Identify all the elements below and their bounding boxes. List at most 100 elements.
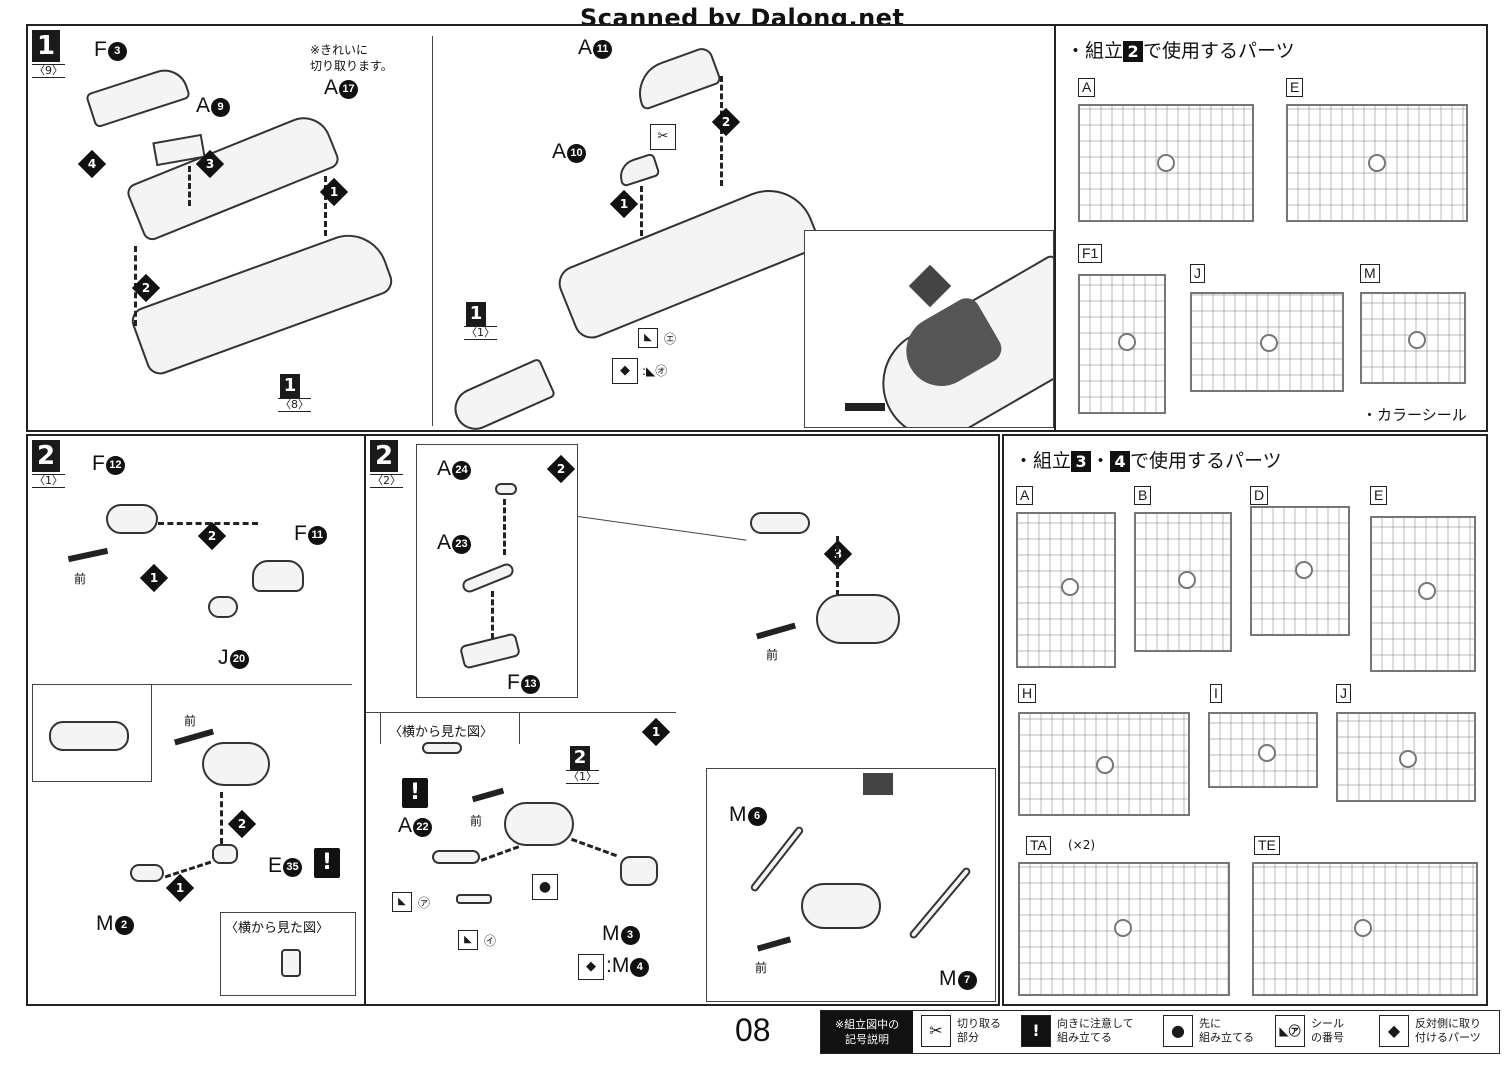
side-view-box-2: 〈横から見た図〉 — [380, 712, 520, 744]
sprue-ta — [1018, 862, 1230, 996]
zoom-inset — [804, 230, 1054, 428]
ref-step-1-1: 1 — [466, 302, 486, 326]
assembled-body-shape-2 — [504, 802, 574, 846]
sprue-tag-e: E — [1286, 78, 1304, 97]
part-f12-shape — [106, 504, 158, 534]
first-icon: ● — [1163, 1015, 1193, 1047]
assembled-body-shape — [816, 594, 900, 644]
legend-item-mirror: ◆ 反対側に取り 付けるパーツ — [1379, 1013, 1499, 1051]
first-icon: ● — [532, 874, 558, 900]
step-mark-4: 4 — [77, 149, 107, 179]
dash-arrow-8 — [164, 860, 212, 879]
sprue-b — [1134, 512, 1232, 652]
step2-2-number: 2 — [370, 440, 398, 472]
front-arrow-icon-3 — [755, 622, 797, 640]
part-m7-shape — [908, 865, 972, 941]
cut-icon: ✂ — [921, 1015, 951, 1047]
mirror-icon: ◆ — [612, 358, 638, 384]
sprue-te — [1252, 862, 1478, 996]
divider-frame-line — [366, 712, 676, 713]
seal-icon-2: ◣ — [392, 892, 412, 912]
front-label-2: 前 — [184, 714, 197, 728]
part-f11-shape — [252, 560, 304, 592]
dash-arrow-11 — [836, 536, 839, 596]
sprue-a-2 — [1016, 512, 1116, 668]
sprue-tag-h: H — [1018, 684, 1037, 703]
sprue-tag-f1: F1 — [1078, 244, 1103, 263]
step-mark-1b: 1 — [609, 189, 639, 219]
fuselage-shape-1 — [127, 223, 397, 379]
part-f13-shape — [458, 632, 522, 670]
exclaim-icon: ! — [314, 848, 340, 878]
legend-text-direction: 向きに注意して 組み立てる — [1057, 1017, 1134, 1044]
step2-2-sub: 〈2〉 — [370, 474, 403, 488]
subassembly-shape — [750, 512, 810, 534]
sprue-h — [1018, 712, 1190, 816]
exclaim-icon-2: ! — [402, 778, 428, 808]
part-m3-shape — [620, 856, 658, 886]
arrow-icon — [845, 403, 885, 411]
ref-step-2-1: 2 — [570, 746, 590, 770]
sprue-tag-b: B — [1134, 486, 1152, 505]
step-mark-2c: 2 — [197, 521, 227, 551]
dash-arrow-13 — [570, 837, 618, 858]
front-label-5: 前 — [755, 961, 768, 975]
sprue-j-2 — [1336, 712, 1476, 802]
legend-item-direction: ! 向きに注意して 組み立てる — [1021, 1013, 1161, 1051]
legend-text-first: 先に 組み立てる — [1199, 1017, 1254, 1044]
fuselage-shape-2 — [553, 176, 823, 344]
sprue-tag-i: I — [1210, 684, 1222, 703]
step-mark-1c: 1 — [139, 563, 169, 593]
step-mark-2d: 2 — [227, 809, 257, 839]
step-mark-2e: 2 — [546, 454, 576, 484]
assembled-body-shape-3 — [801, 883, 881, 929]
part-a10-shape — [615, 152, 661, 188]
big-arrow-icon-2 — [863, 773, 893, 795]
reference-box — [32, 684, 152, 782]
part-e35-shape — [212, 844, 238, 864]
sprue-tag-a: A — [1078, 78, 1096, 97]
mirror-icon-2: ◆ — [578, 954, 604, 980]
dash-arrow-7 — [220, 792, 223, 844]
part-f3-shape — [84, 63, 192, 129]
seal-label-i: ㋑イ — [484, 934, 497, 948]
step-mark-1: 1 — [319, 177, 349, 207]
big-arrow-icon — [908, 264, 952, 308]
page-number: 08 — [735, 1012, 771, 1048]
seal-label-o: :◣㋔オ — [642, 364, 668, 378]
front-arrow-icon-5 — [756, 936, 792, 952]
side-view-box: 〈横から見た図〉 — [220, 912, 356, 996]
seal-label-e: ㋓エ — [664, 332, 677, 346]
part-a11-shape — [629, 44, 723, 112]
sprue-tag-m: M — [1360, 264, 1380, 283]
dash-arrow-12 — [480, 845, 520, 862]
callout-line-2 — [577, 516, 747, 541]
seal-icon: ◣ — [638, 328, 658, 348]
legend-text-seal: シール の番号 — [1311, 1017, 1344, 1044]
dash-arrow-6 — [158, 522, 258, 525]
side-part-shape — [456, 894, 492, 904]
dash-arrow-9 — [503, 499, 506, 555]
part-a17-shape — [124, 108, 342, 244]
mirror-icon: ◆ — [1379, 1015, 1409, 1047]
sprue-tag-te: TE — [1254, 836, 1280, 855]
